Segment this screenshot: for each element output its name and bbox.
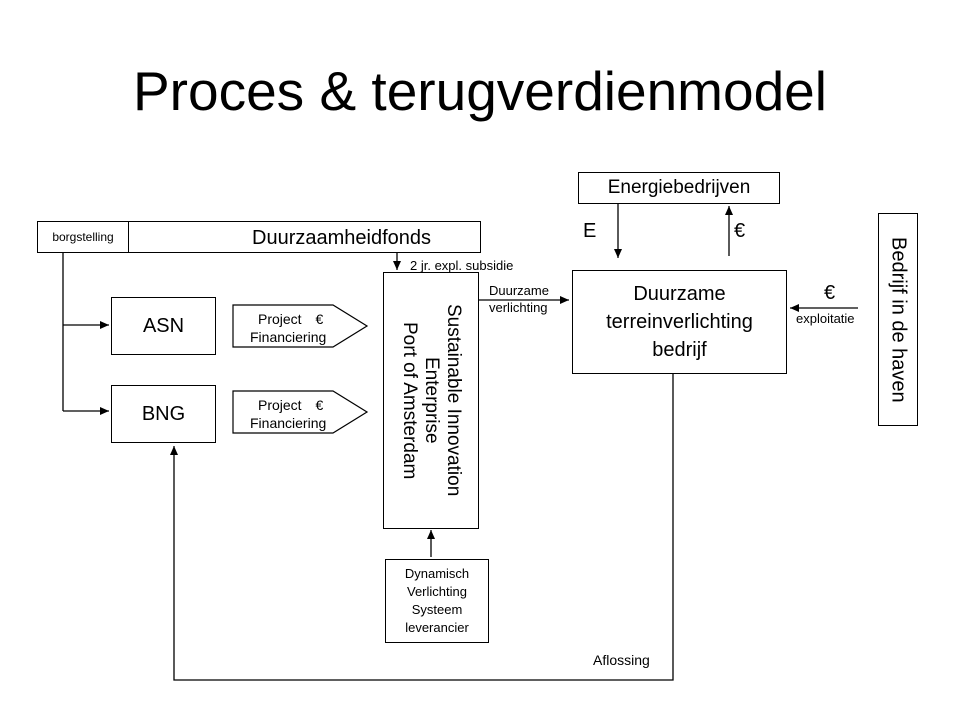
dtb-line-2: terreinverlichting: [606, 311, 753, 333]
euro-label: €: [315, 311, 324, 327]
exploitatie-label: exploitatie: [796, 311, 855, 326]
dtb-box: Duurzame terreinverlichting bedrijf: [572, 270, 787, 374]
project-label: Project: [258, 397, 302, 413]
sie-box: Sustainable Innovation Enterprise Port o…: [383, 272, 479, 529]
dvs-box: Dynamisch Verlichting Systeem leverancie…: [385, 559, 489, 643]
haven-box: Bedrijf in de haven: [878, 213, 918, 426]
euro-out-label: €: [734, 220, 746, 242]
project-financing-bng-shape: [232, 390, 369, 434]
financiering-label: Financiering: [250, 415, 327, 431]
dvs-line-3: Systeem: [411, 602, 463, 617]
sie-line-2: Enterprise: [420, 357, 442, 444]
dvs-line-4: leverancier: [405, 620, 469, 635]
energiebedrijven-label: Energiebedrijven: [607, 177, 751, 198]
borgstelling-box: borgstelling: [37, 221, 129, 253]
financiering-label: Financiering: [250, 329, 327, 345]
borgstelling-label: borgstelling: [52, 230, 114, 244]
project-label: Project: [258, 311, 302, 327]
verlichting-text: verlichting: [489, 300, 548, 315]
asn-box: ASN: [111, 297, 216, 355]
duurzame-text: Duurzame: [489, 283, 549, 298]
project-financing-asn-shape: [232, 304, 369, 348]
sie-text: Sustainable Innovation Enterprise Port o…: [398, 304, 464, 496]
duurzame-verlichting-label: Duurzame verlichting: [489, 283, 549, 316]
energiebedrijven-box: Energiebedrijven: [578, 172, 780, 204]
subsidie-label: 2 jr. expl. subsidie: [410, 258, 514, 273]
project-financing-asn: Project € Financiering: [240, 310, 350, 346]
aflossing-line: [170, 373, 674, 681]
dvs-line-2: Verlichting: [407, 584, 467, 599]
duurzaamheidfonds-label: Duurzaamheidfonds: [252, 227, 431, 249]
aflossing-label: Aflossing: [593, 652, 650, 668]
page-title: Proces & terugverdienmodel: [133, 60, 827, 122]
energy-label: E: [583, 220, 597, 242]
euro-label: €: [315, 397, 324, 413]
bng-label: BNG: [141, 402, 186, 425]
euro-exploitatie-label: €: [824, 282, 836, 304]
sie-line-3: Port of Amsterdam: [399, 321, 421, 480]
dvs-line-1: Dynamisch: [404, 566, 470, 581]
dtb-line-1: Duurzame: [633, 283, 726, 305]
project-financing-bng: Project € Financiering: [240, 396, 350, 432]
bng-box: BNG: [111, 385, 216, 443]
haven-label: Bedrijf in de haven: [887, 236, 910, 403]
dtb-line-3: bedrijf: [652, 339, 707, 361]
sie-line-1: Sustainable Innovation: [442, 304, 464, 497]
asn-label: ASN: [142, 314, 185, 337]
